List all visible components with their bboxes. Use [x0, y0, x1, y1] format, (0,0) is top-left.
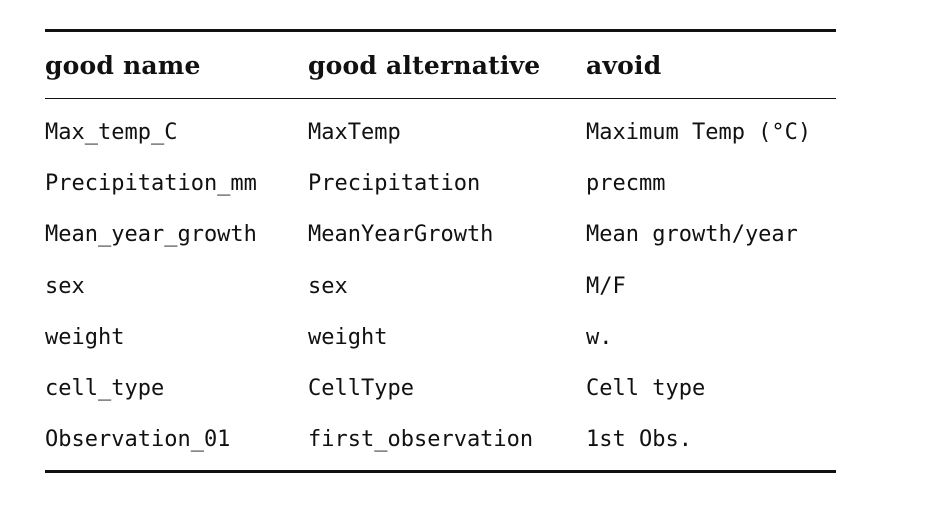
header-avoid: avoid [586, 50, 662, 80]
table-row: Max_temp_C MaxTemp Maximum Temp (°C) [45, 107, 836, 158]
table-header-row: good name good alternative avoid [45, 32, 836, 98]
cell-good-name: sex [45, 273, 85, 299]
cell-good-name: weight [45, 324, 125, 350]
cell-avoid: M/F [586, 273, 626, 299]
cell-good-name: cell_type [45, 376, 165, 402]
cell-good-alternative: sex [308, 273, 348, 299]
table-bottom-rule [45, 470, 836, 474]
cell-good-alternative: weight [308, 324, 388, 350]
header-good-alternative: good alternative [308, 50, 541, 80]
table-top-rule [45, 29, 836, 32]
cell-good-alternative: MeanYearGrowth [308, 222, 494, 248]
cell-avoid: Mean growth/year [586, 222, 798, 248]
table-row: weight weight w. [45, 312, 836, 363]
cell-good-alternative: MaxTemp [308, 120, 401, 146]
table-row: sex sex M/F [45, 261, 836, 312]
table-row: Precipitation_mm Precipitation precmm [45, 158, 836, 209]
cell-good-name: Mean_year_growth [45, 222, 257, 248]
table-row: Observation_01 first_observation 1st Obs… [45, 414, 836, 465]
table-row: cell_type CellType Cell type [45, 363, 836, 414]
table-header-rule [45, 98, 836, 99]
cell-good-name: Observation_01 [45, 427, 231, 453]
cell-good-name: Precipitation_mm [45, 171, 257, 197]
cell-avoid: Maximum Temp (°C) [586, 120, 812, 146]
cell-avoid: 1st Obs. [586, 427, 692, 453]
naming-table: good name good alternative avoid Max_tem… [45, 29, 836, 474]
cell-good-alternative: CellType [308, 376, 414, 402]
cell-avoid: precmm [586, 171, 666, 197]
cell-avoid: w. [586, 324, 613, 350]
cell-good-name: Max_temp_C [45, 120, 178, 146]
cell-good-alternative: first_observation [308, 427, 534, 453]
table-row: Mean_year_growth MeanYearGrowth Mean gro… [45, 209, 836, 260]
header-good-name: good name [45, 50, 201, 80]
cell-avoid: Cell type [586, 376, 706, 402]
cell-good-alternative: Precipitation [308, 171, 481, 197]
table-body: Max_temp_C MaxTemp Maximum Temp (°C) Pre… [45, 99, 836, 470]
